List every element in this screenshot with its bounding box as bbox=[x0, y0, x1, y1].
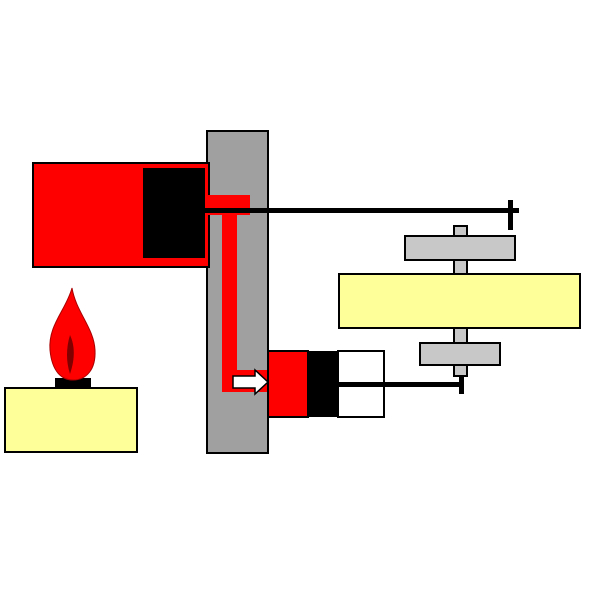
power-cylinder-hot bbox=[267, 350, 309, 418]
power-piston bbox=[308, 351, 338, 417]
displacer-rod bbox=[205, 208, 519, 213]
displacer-rod-end bbox=[508, 200, 513, 230]
upper-flywheel bbox=[404, 235, 516, 261]
burner-wick bbox=[55, 378, 91, 388]
right-arrow-icon bbox=[232, 368, 270, 396]
flame-icon bbox=[49, 287, 96, 381]
lower-flywheel bbox=[419, 342, 501, 366]
burner-base bbox=[4, 387, 138, 453]
transfer-channel bbox=[205, 195, 270, 392]
support-platform bbox=[338, 273, 581, 329]
power-rod bbox=[338, 382, 464, 387]
power-rod-end bbox=[459, 372, 464, 394]
displacer-piston bbox=[143, 168, 205, 258]
engine-body bbox=[206, 130, 269, 454]
